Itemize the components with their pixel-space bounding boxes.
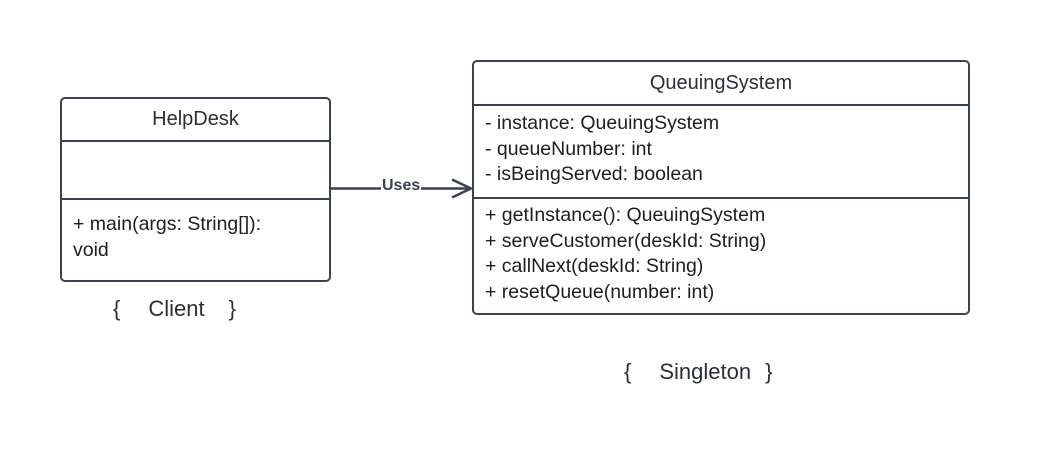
singleton-stereotype-close-brace: } xyxy=(765,359,773,384)
queuing-system-class[interactable]: QueuingSystem - instance: QueuingSystem … xyxy=(472,60,970,315)
singleton-stereotype: { Singleton} xyxy=(624,355,772,389)
queuing-system-class-name: QueuingSystem xyxy=(649,71,793,94)
singleton-stereotype-open-brace: { xyxy=(624,359,632,384)
queuing-system-operations-section: + getInstance(): QueuingSystem + serveCu… xyxy=(474,197,968,313)
singleton-stereotype-text: Singleton xyxy=(659,359,752,384)
queuing-system-attribute: - instance: QueuingSystem xyxy=(485,112,720,134)
queuing-system-attribute: - queueNumber: int xyxy=(485,137,652,160)
helpdesk-class-name: HelpDesk xyxy=(152,108,239,130)
client-stereotype-close-brace: } xyxy=(228,296,236,321)
queuing-system-operation: + getInstance(): QueuingSystem xyxy=(485,204,766,226)
helpdesk-operations-section: + main(args: String[]): void xyxy=(62,198,329,280)
client-stereotype: { Client} xyxy=(113,293,236,325)
client-stereotype-text: Client xyxy=(148,296,205,321)
helpdesk-operation-return: void xyxy=(73,239,109,261)
helpdesk-class[interactable]: HelpDesk + main(args: String[]): void xyxy=(60,97,331,282)
queuing-system-operation: + callNext(deskId: String) xyxy=(485,255,704,277)
queuing-system-attributes-section: - instance: QueuingSystem - queueNumber:… xyxy=(474,104,968,197)
helpdesk-operation: + main(args: String[]): xyxy=(73,213,262,235)
queuing-system-operation: + serveCustomer(deskId: String) xyxy=(485,229,767,252)
helpdesk-attributes-section xyxy=(62,140,329,198)
uses-label: Uses xyxy=(381,176,422,196)
client-stereotype-open-brace: { xyxy=(113,296,121,321)
uses-arrowhead xyxy=(451,178,473,199)
queuing-system-attribute: - isBeingServed: boolean xyxy=(485,163,703,185)
queuing-system-operation: + resetQueue(number: int) xyxy=(485,280,715,303)
